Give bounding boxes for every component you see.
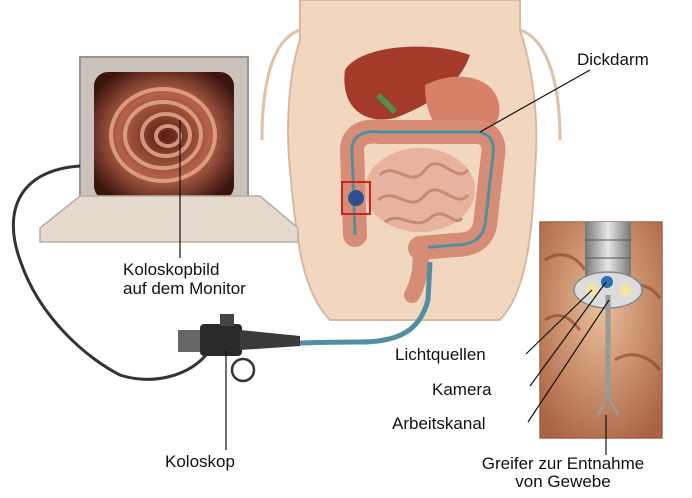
- small-intestine: [365, 148, 475, 232]
- monitor-base: [40, 196, 298, 242]
- scope-tip-marker: [348, 190, 364, 206]
- endoscope-tip-inset: [540, 222, 662, 438]
- label-greifer-line1: Greifer zur Entnahme: [445, 454, 681, 473]
- light-source-right: [620, 284, 632, 296]
- label-dickdarm: Dickdarm: [577, 50, 649, 69]
- label-greifer-line2: von Gewebe: [445, 472, 681, 491]
- label-kamera: Kamera: [432, 380, 492, 399]
- monitor: [40, 57, 298, 242]
- label-lichtquellen: Lichtquellen: [395, 345, 486, 364]
- label-arbeitskanal: Arbeitskanal: [392, 414, 486, 433]
- label-monitor-line1: Koloskopbild: [123, 260, 219, 279]
- rectum: [412, 248, 421, 295]
- label-monitor-line2: auf dem Monitor: [123, 279, 246, 298]
- label-koloskop: Koloskop: [165, 452, 235, 471]
- colonoscope-handle: [178, 314, 300, 381]
